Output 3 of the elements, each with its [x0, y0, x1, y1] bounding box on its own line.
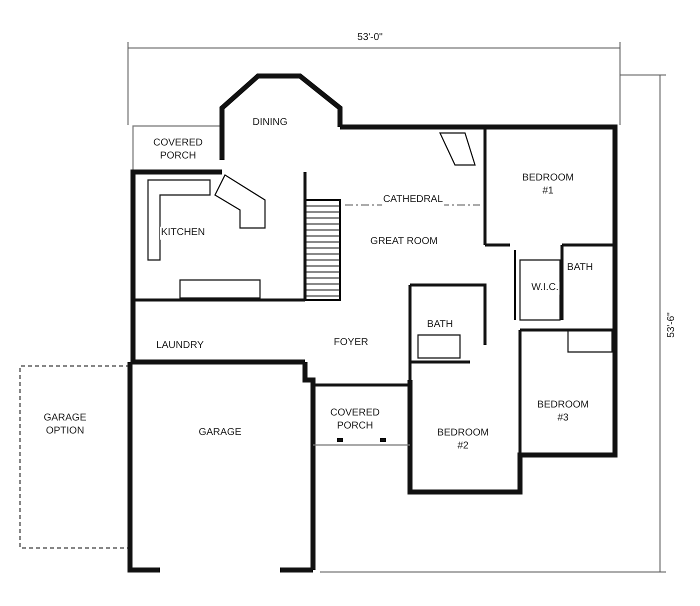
- room-label: KITCHEN: [160, 226, 206, 240]
- room-label: CATHEDRAL: [382, 194, 444, 206]
- room-label: W.I.C.: [530, 282, 560, 294]
